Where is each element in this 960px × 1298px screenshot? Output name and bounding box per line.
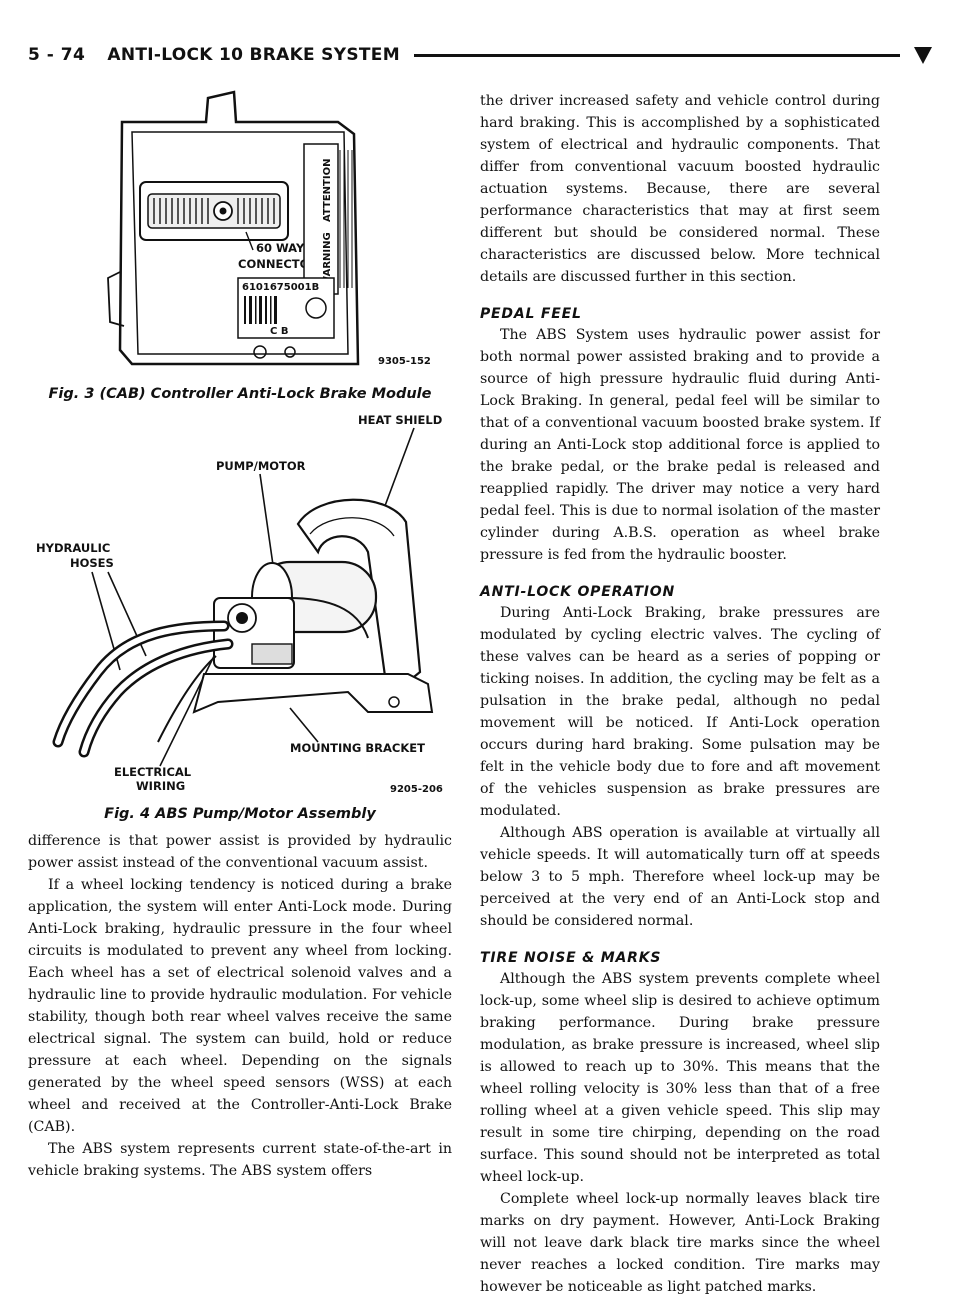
part-number: 6101675001B	[242, 282, 319, 293]
left-paragraph-1: difference is that power assist is provi…	[28, 833, 452, 871]
pump-motor-label: PUMP/MOTOR	[216, 459, 306, 473]
triangle-marker-icon	[914, 46, 932, 64]
section-title: ANTI-LOCK 10 BRAKE SYSTEM	[107, 45, 400, 65]
right-column: the driver increased safety and vehicle …	[480, 90, 880, 1298]
pedal-feel-heading: PEDAL FEEL	[480, 306, 582, 322]
left-column: 60 WAY CONNECTOR WARNING ATTENTION 61016…	[28, 82, 452, 1182]
figure3-code: 9305-152	[378, 356, 431, 367]
heat-shield-label: HEAT SHIELD	[358, 413, 442, 427]
pump-motor-illustration: HEAT SHIELD PUMP/MOTOR HYDRAULIC HOSES M…	[36, 413, 443, 795]
figure-3: 60 WAY CONNECTOR WARNING ATTENTION 61016…	[28, 82, 452, 402]
connector-label: 60 WAY	[256, 241, 305, 255]
hydraulic-hoses-label-2: HOSES	[70, 556, 114, 570]
right-paragraph-1: the driver increased safety and vehicle …	[480, 93, 880, 285]
tire-noise-paragraph-2: Complete wheel lock-up normally leaves b…	[480, 1191, 880, 1295]
mounting-bracket-label: MOUNTING BRACKET	[290, 741, 425, 755]
electrical-wiring-label-2: WIRING	[136, 779, 185, 793]
figure-4: HEAT SHIELD PUMP/MOTOR HYDRAULIC HOSES M…	[28, 412, 452, 822]
anti-lock-paragraph-1: During Anti-Lock Braking, brake pressure…	[480, 605, 880, 819]
figure-3-caption: Fig. 3 (CAB) Controller Anti-Lock Brake …	[48, 386, 432, 402]
connector-label-2: CONNECTOR	[238, 257, 318, 271]
page-number: 5 - 74	[28, 45, 86, 65]
tire-noise-heading: TIRE NOISE & MARKS	[480, 950, 662, 966]
electrical-wiring-label: ELECTRICAL	[114, 765, 192, 779]
cab-module-illustration: 60 WAY CONNECTOR WARNING ATTENTION 61016…	[107, 90, 431, 367]
figure4-code: 9205-206	[390, 784, 443, 795]
tire-noise-paragraph-1: Although the ABS system prevents complet…	[480, 971, 880, 1185]
hydraulic-hoses-label: HYDRAULIC	[36, 541, 110, 555]
left-paragraph-3: The ABS system represents current state-…	[28, 1141, 452, 1179]
header-rule	[413, 53, 900, 57]
anti-lock-operation-heading: ANTI-LOCK OPERATION	[480, 584, 676, 600]
anti-lock-paragraph-2: Although ABS operation is available at v…	[480, 825, 880, 929]
attention-label: ATTENTION	[322, 159, 333, 222]
figure-4-caption: Fig. 4 ABS Pump/Motor Assembly	[104, 806, 376, 822]
page-header: 5 - 74 ANTI-LOCK 10 BRAKE SYSTEM	[28, 40, 932, 70]
left-paragraph-2: If a wheel locking tendency is noticed d…	[28, 877, 452, 1135]
warning-label: WARNING	[322, 232, 333, 287]
pedal-feel-paragraph: The ABS System uses hydraulic power assi…	[480, 327, 880, 563]
cb-label: C B	[270, 326, 288, 337]
